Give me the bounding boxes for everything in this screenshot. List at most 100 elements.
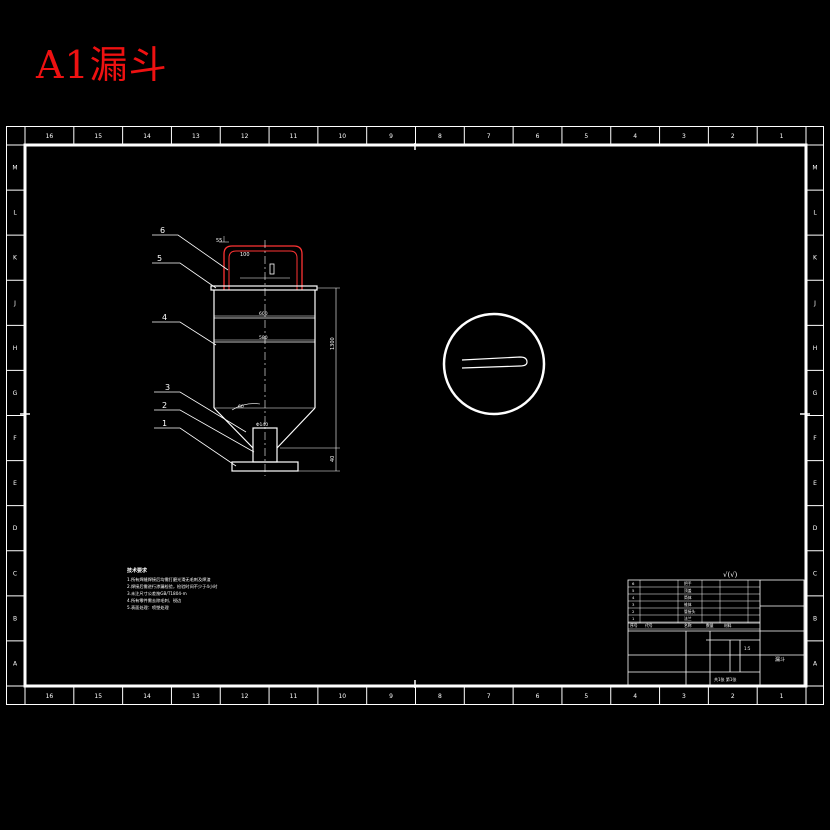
drawing-name: 漏斗 — [775, 656, 785, 663]
parts-row-name: 管接头 — [684, 609, 696, 614]
callout-5: 5 — [157, 254, 162, 263]
frame-col-label-bottom: 10 — [338, 693, 346, 700]
cone-body — [213, 407, 316, 449]
dim-cone-angle: 60 — [238, 404, 244, 410]
frame-row-label-right: A — [813, 660, 818, 667]
page-title: A1漏斗 — [36, 43, 168, 87]
frame-col-label-top: 15 — [94, 133, 102, 140]
frame-col-label-top: 8 — [438, 133, 442, 140]
frame-col-label-bottom: 9 — [389, 693, 393, 700]
frame-row-label-left: M — [12, 165, 17, 172]
parts-row-no: 5 — [632, 588, 635, 593]
notes-line-1: 1.所有焊缝焊接后均需打磨光滑无毛刺及焊渣 — [127, 576, 211, 583]
frame-col-label-top: 13 — [192, 133, 200, 140]
frame-row-label-right: E — [813, 480, 817, 487]
frame-row-label-right: M — [812, 165, 817, 172]
dim-handle-height: 100 — [240, 252, 250, 258]
frame-row-label-left: L — [13, 210, 17, 217]
frame-zone-labels: 1616151514141313121211111010998877665544… — [12, 133, 818, 700]
parts-row-no: 3 — [632, 602, 635, 607]
callout-leaders — [152, 234, 255, 467]
frame-col-label-bottom: 4 — [633, 693, 637, 700]
dim-base-label: Φ140 — [256, 422, 268, 428]
frame-col-label-bottom: 11 — [290, 693, 298, 700]
frame-col-label-bottom: 13 — [192, 693, 200, 700]
parts-row-no: 2 — [632, 609, 635, 614]
frame-row-label-right: K — [813, 255, 818, 262]
frame-col-label-top: 16 — [46, 133, 54, 140]
frame-row-label-left: E — [13, 480, 17, 487]
callout-4: 4 — [162, 313, 167, 322]
dim-handle-width: 55 — [216, 238, 222, 244]
frame-row-label-left: J — [13, 300, 16, 307]
frame-col-label-top: 2 — [731, 133, 735, 140]
frame-row-label-right: G — [813, 390, 818, 397]
frame-row-label-left: H — [13, 345, 18, 352]
callout-6: 6 — [160, 226, 165, 235]
parts-header-cell: 数量 — [706, 623, 714, 628]
parts-row-name: 锥体 — [684, 602, 692, 607]
parts-row-name: 法兰 — [684, 616, 692, 621]
frame-col-label-top: 10 — [338, 133, 346, 140]
frame-row-label-right: L — [813, 210, 817, 217]
frame-col-label-bottom: 15 — [94, 693, 102, 700]
parts-row-name: 顶盖 — [684, 588, 692, 593]
parts-header-cell: 材料 — [724, 623, 732, 628]
parts-header-cell: 序号 — [630, 623, 638, 628]
frame-row-label-left: C — [13, 570, 17, 577]
frame-col-label-bottom: 6 — [536, 693, 540, 700]
frame-row-label-left: A — [13, 660, 18, 667]
frame-row-label-right: F — [813, 435, 817, 442]
frame-col-label-bottom: 3 — [682, 693, 686, 700]
frame-row-label-left: D — [13, 525, 18, 532]
callout-3: 3 — [165, 383, 170, 392]
parts-header-cell: 代号 — [645, 623, 653, 628]
frame-row-label-right: B — [813, 615, 817, 622]
frame-col-label-top: 1 — [780, 133, 784, 140]
notes-line-4: 4.所有零件需去除毛刺、锐边 — [127, 597, 182, 604]
funnel-front-view — [210, 236, 340, 476]
surface-finish-symbol: √(√) — [723, 571, 738, 579]
frame-row-label-right: J — [813, 300, 816, 307]
frame-col-label-top: 3 — [682, 133, 686, 140]
handle-outer — [223, 245, 303, 290]
callout-2: 2 — [162, 401, 167, 410]
frame-row-label-right: D — [813, 525, 818, 532]
dim-body-inner-width: 580 — [259, 335, 268, 341]
frame-row-label-left: K — [13, 255, 18, 262]
callout-1: 1 — [162, 419, 167, 428]
drawing-scale: 1:5 — [744, 646, 751, 651]
handle-slot — [269, 263, 275, 275]
frame-col-label-bottom: 14 — [143, 693, 151, 700]
frame-col-label-top: 12 — [241, 133, 249, 140]
frame-col-label-top: 9 — [389, 133, 393, 140]
drawing-sheet: 共1张 第1张 — [714, 676, 736, 682]
title-block-rows — [628, 580, 760, 630]
notes-line-2: 2.焊接后需进行渗漏检验，检验时间不少于4小时 — [127, 583, 218, 590]
frame-col-label-top: 7 — [487, 133, 491, 140]
title-block — [627, 579, 805, 686]
top-cover — [210, 285, 318, 291]
centering-marks — [20, 143, 810, 688]
dim-total-height: 1300 — [330, 337, 336, 350]
frame-col-label-top: 5 — [584, 133, 588, 140]
frame-col-label-bottom: 12 — [241, 693, 249, 700]
frame-row-label-right: H — [813, 345, 818, 352]
funnel-top-view — [442, 312, 546, 416]
notes-heading: 技术要求 — [127, 567, 148, 574]
frame-col-label-bottom: 7 — [487, 693, 491, 700]
dim-body-width: 600 — [259, 311, 268, 317]
parts-row-no: 1 — [632, 616, 635, 621]
handle-inner — [228, 250, 298, 290]
frame-row-label-left: F — [13, 435, 17, 442]
frame-col-label-top: 11 — [290, 133, 298, 140]
notes-line-5: 5.表面处理：喷塑处理 — [127, 604, 169, 611]
parts-row-name: 把手 — [684, 581, 692, 586]
frame-col-label-top: 4 — [633, 133, 637, 140]
frame-col-label-bottom: 5 — [584, 693, 588, 700]
notes-line-3: 3.未注尺寸公差按GB/T1804-m — [127, 590, 187, 597]
frame-row-label-right: C — [813, 570, 817, 577]
frame-col-label-top: 6 — [536, 133, 540, 140]
